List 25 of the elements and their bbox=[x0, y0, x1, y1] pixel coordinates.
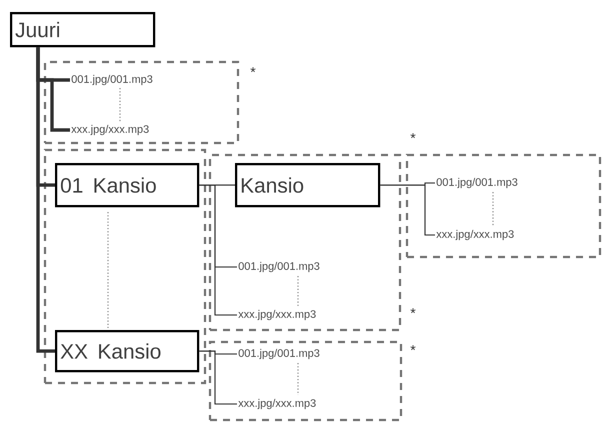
folder-box: Juuri bbox=[10, 12, 156, 48]
folder-box: 01 Kansio bbox=[55, 163, 200, 208]
file-name: 001.jpg/001.mp3 bbox=[238, 262, 320, 272]
file-name: xxx.jpg/xxx.mp3 bbox=[71, 124, 149, 136]
file-name: xxx.jpg/xxx.mp3 bbox=[238, 310, 316, 320]
tree-line bbox=[36, 47, 55, 353]
dashed-group-frame bbox=[208, 154, 402, 332]
tree-line bbox=[199, 184, 237, 316]
dashed-group-frame bbox=[208, 340, 402, 422]
file-name: 001.jpg/001.mp3 bbox=[72, 74, 152, 86]
asterisk-note: * bbox=[410, 308, 416, 314]
file-name: xxx.jpg/xxx.mp3 bbox=[436, 230, 514, 240]
tree-line bbox=[380, 184, 435, 236]
asterisk-note: * bbox=[250, 67, 256, 72]
dashed-group-frame bbox=[44, 148, 206, 384]
asterisk-note: * bbox=[410, 133, 416, 138]
file-name: 001.jpg/001.mp3 bbox=[238, 348, 320, 360]
asterisk-note: * bbox=[410, 345, 416, 350]
dashed-group-frame bbox=[406, 154, 602, 258]
folder-box: XX Kansio bbox=[55, 330, 200, 372]
file-name: 001.jpg/001.mp3 bbox=[436, 178, 518, 188]
file-name: xxx.jpg/xxx.mp3 bbox=[238, 398, 316, 410]
folder-box: Kansio bbox=[235, 163, 380, 208]
tree-line bbox=[199, 350, 237, 405]
dashed-group-frame bbox=[44, 60, 240, 144]
